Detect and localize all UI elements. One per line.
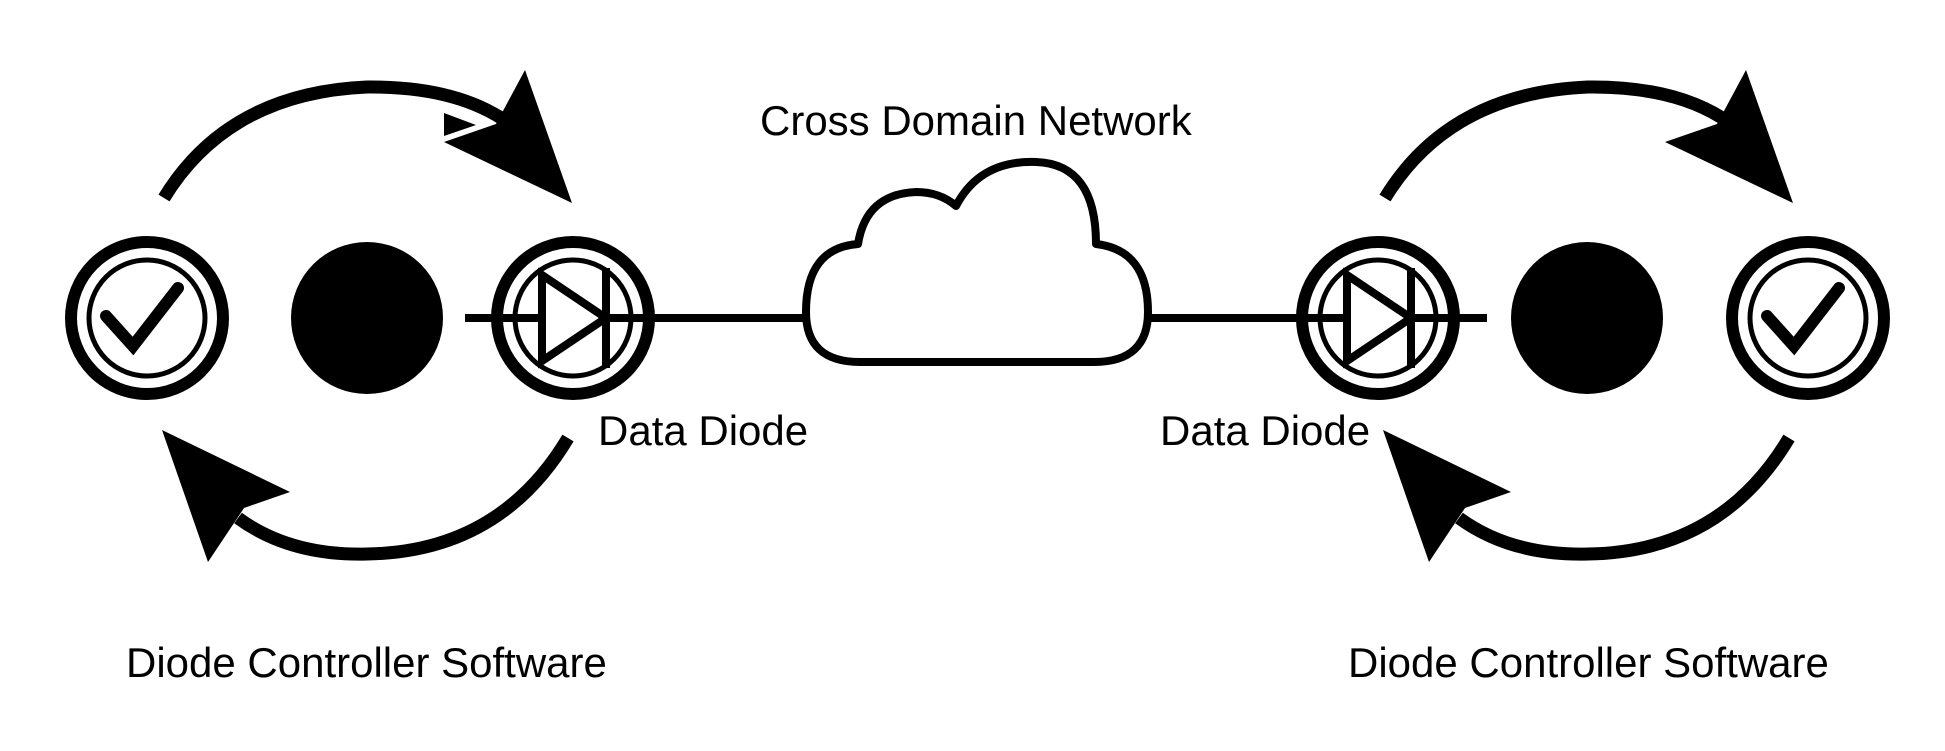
filled-circle-icon-left	[291, 242, 443, 394]
curved-arrow-icon-top-left	[158, 70, 572, 203]
network-label: Cross Domain Network	[760, 97, 1192, 144]
curved-arrow-icon-bottom-right	[1383, 430, 1795, 562]
data-diode-label-right: Data Diode	[1160, 407, 1371, 454]
controller-label-right: Diode Controller Software	[1348, 639, 1829, 686]
diode-symbol-icon-right	[1290, 236, 1487, 400]
diode-symbol-icon-left	[485, 236, 665, 400]
curved-arrow-icon-top-right	[1379, 70, 1793, 203]
check-circle-icon-left	[65, 236, 229, 400]
controller-label-left: Diode Controller Software	[126, 639, 607, 686]
filled-circle-icon-right	[1511, 242, 1663, 394]
cloud-icon	[802, 157, 1152, 366]
data-diode-label-left: Data Diode	[598, 407, 809, 454]
check-circle-icon-right	[1726, 236, 1890, 400]
curved-arrow-icon-bottom-left	[162, 430, 574, 562]
